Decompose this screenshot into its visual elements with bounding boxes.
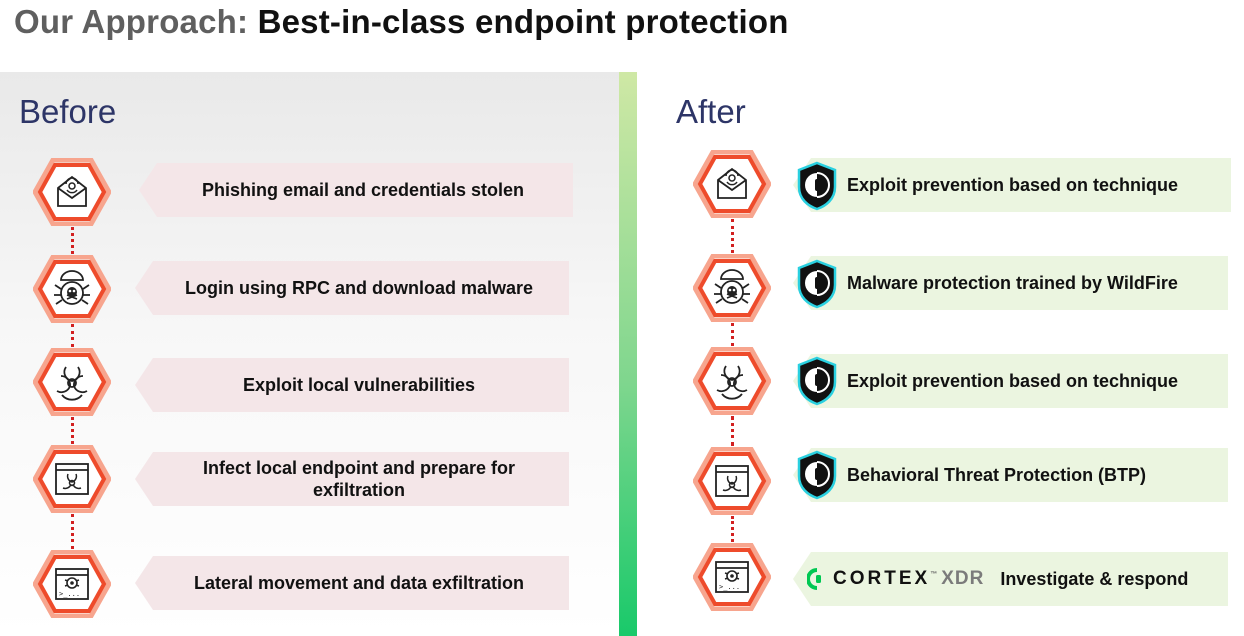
before-heading: Before	[19, 93, 117, 130]
title-main: Best-in-class endpoint protection	[257, 3, 789, 40]
cortex-shield-icon	[796, 161, 838, 211]
before-step-2-icon	[33, 255, 111, 323]
after-step-2-icon	[693, 254, 771, 322]
before-step-3-label: Exploit local vulnerabilities	[242, 375, 476, 395]
after-step-3-label: Exploit prevention based on technique	[847, 370, 1179, 391]
xdr-wordmark: XDR	[941, 568, 985, 589]
after-step-5-icon	[693, 543, 771, 611]
before-step-1-icon	[33, 158, 111, 226]
title-prefix: Our Approach:	[14, 3, 249, 40]
before-step-4-icon	[33, 445, 111, 513]
after-step-1-icon	[693, 150, 771, 218]
cortex-shield-icon	[796, 259, 838, 309]
before-step-5-label: Lateral movement and data exfiltration	[193, 573, 525, 593]
before-connector-2	[71, 324, 74, 347]
cortex-xdr-logo: CORTEX ™ XDR	[807, 568, 992, 590]
gradient-divider	[619, 72, 637, 636]
cortex-mark-icon	[807, 568, 821, 590]
after-connector-2	[731, 323, 734, 346]
cortex-shield-icon	[796, 356, 838, 406]
after-step-5: CORTEX ™ XDR Investigate & respond	[793, 552, 1228, 606]
after-connector-1	[731, 219, 734, 253]
after-connector-4	[731, 516, 734, 542]
cortex-shield-icon	[796, 450, 838, 500]
before-connector-3	[71, 417, 74, 444]
before-connector-4	[71, 514, 74, 549]
after-step-1-label: Exploit prevention based on technique	[847, 174, 1179, 195]
before-step-1-label: Phishing email and credentials stolen	[201, 180, 525, 200]
after-step-3-icon	[693, 347, 771, 415]
after-step-2: Malware protection trained by WildFire	[793, 256, 1228, 310]
after-step-1: Exploit prevention based on technique	[793, 158, 1231, 212]
before-step-1: Phishing email and credentials stolen	[139, 163, 573, 217]
before-step-4-label: Infect local endpoint and prepare for ex…	[202, 458, 516, 500]
after-step-5-label: Investigate & respond	[1000, 568, 1189, 589]
before-connector-1	[71, 227, 74, 254]
before-step-2-label: Login using RPC and download malware	[184, 278, 534, 298]
after-heading: After	[676, 93, 746, 130]
after-step-4: Behavioral Threat Protection (BTP)	[793, 448, 1228, 502]
after-connector-3	[731, 416, 734, 446]
after-step-4-icon	[693, 447, 771, 515]
after-step-2-label: Malware protection trained by WildFire	[847, 272, 1178, 293]
after-step-4-label: Behavioral Threat Protection (BTP)	[847, 464, 1147, 485]
after-step-3: Exploit prevention based on technique	[793, 354, 1228, 408]
cortex-wordmark: CORTEX	[833, 568, 931, 589]
page-title: Our Approach: Best-in-class endpoint pro…	[14, 3, 789, 41]
before-step-5: Lateral movement and data exfiltration	[135, 556, 569, 610]
before-step-4: Infect local endpoint and prepare for ex…	[135, 452, 569, 506]
before-step-5-icon	[33, 550, 111, 618]
before-step-3-icon	[33, 348, 111, 416]
cortex-trademark: ™	[930, 570, 938, 578]
before-step-2: Login using RPC and download malware	[135, 261, 569, 315]
before-step-3: Exploit local vulnerabilities	[135, 358, 569, 412]
